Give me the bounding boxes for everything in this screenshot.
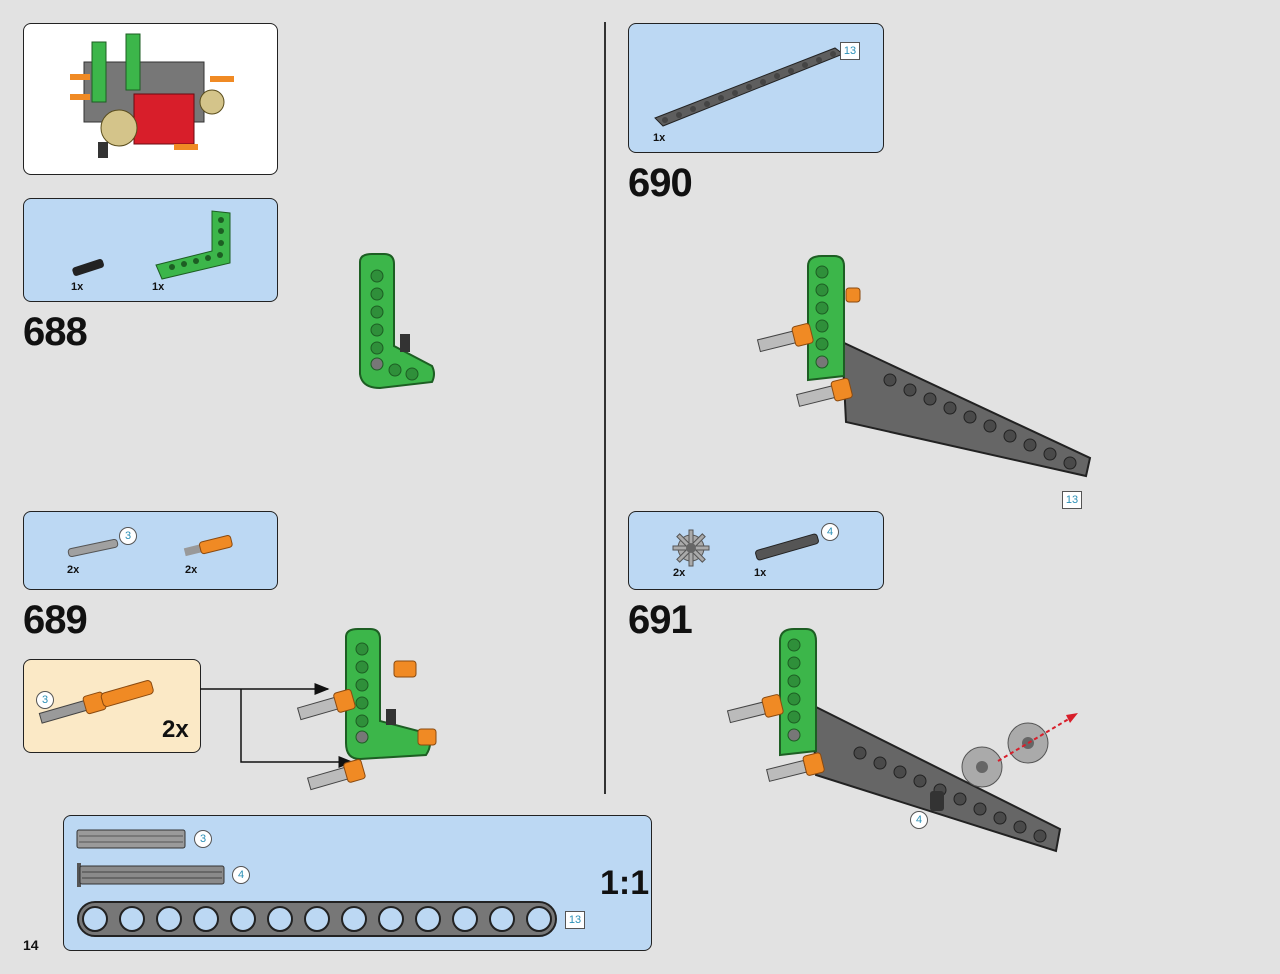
step-689-part-1-qty: 2x xyxy=(67,564,80,576)
column-divider xyxy=(604,22,606,794)
step-690-parts-panel: 13 1x xyxy=(628,23,884,153)
sub-assembly-axle-length-callout: 3 xyxy=(36,691,54,709)
green-l-beam-icon xyxy=(155,210,231,280)
step-690-model-callout: 13 xyxy=(1062,491,1082,509)
scale-beam-13-callout: 13 xyxy=(565,911,585,929)
beam-13-scale-icon xyxy=(77,901,557,937)
step-691-parts-panel: 2x 4 1x xyxy=(628,511,884,590)
axle-with-pin-icon xyxy=(38,680,154,724)
gear-icon xyxy=(672,529,710,567)
scale-reference-panel: 3 4 13 1:1 xyxy=(63,815,652,951)
step-691-build-icon xyxy=(726,628,1078,853)
page-number: 14 xyxy=(23,937,39,953)
orange-axle-pin-icon xyxy=(183,534,233,557)
scale-label: 1:1 xyxy=(600,864,650,902)
axle-4-scale-icon xyxy=(77,863,225,887)
step-689-build-icon xyxy=(296,628,437,791)
step-690-part-1-qty: 1x xyxy=(653,132,666,144)
step-689-part-2-qty: 2x xyxy=(185,564,198,576)
step-691-model-callout: 4 xyxy=(910,811,928,829)
step-690-build-icon xyxy=(756,255,1092,478)
dark-axle-icon xyxy=(755,533,819,561)
step-688-parts-panel: 1x 1x xyxy=(23,198,278,302)
step-691-part-2-qty: 1x xyxy=(754,567,767,579)
step-691-part-1-qty: 2x xyxy=(673,567,686,579)
step-690-beam-length-callout: 13 xyxy=(840,42,860,60)
axle-3-scale-icon xyxy=(76,829,186,849)
grey-axle-icon xyxy=(67,538,119,558)
scale-axle-4-callout: 4 xyxy=(232,866,250,884)
step-688-part-1-qty: 1x xyxy=(71,281,84,293)
model-preview-icon xyxy=(70,33,234,158)
scale-axle-3-callout: 3 xyxy=(194,830,212,848)
step-689-parts-panel: 3 2x 2x xyxy=(23,511,278,590)
step-688-build-icon xyxy=(359,253,435,390)
step-690-number: 690 xyxy=(628,161,693,205)
sub-assembly-qty: 2x xyxy=(162,716,189,743)
step-691-axle-length-callout: 4 xyxy=(821,523,839,541)
step-689-number: 689 xyxy=(23,598,88,642)
grey-beam-13-icon xyxy=(654,47,845,127)
step-691-number: 691 xyxy=(628,598,693,642)
step-689-axle-length-callout: 3 xyxy=(119,527,137,545)
sub-assembly-arrows xyxy=(200,683,354,768)
step-689-sub-assembly-panel: 3 2x xyxy=(23,659,201,753)
black-pin-icon xyxy=(72,259,104,276)
step-688-part-2-qty: 1x xyxy=(152,281,165,293)
step-688-number: 688 xyxy=(23,310,88,354)
model-preview-panel xyxy=(23,23,278,175)
